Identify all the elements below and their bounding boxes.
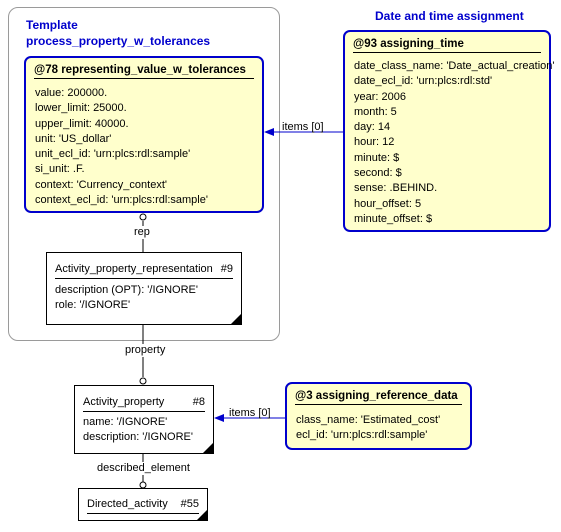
- activity-property-representation-header: Activity_property_representation #9: [55, 263, 233, 279]
- directed-activity-header: Directed_activity #55: [87, 498, 199, 514]
- activity-property-header: Activity_property #8: [83, 396, 205, 412]
- assigning-time-header: @93 assigning_time: [353, 38, 541, 53]
- entity-name: Activity_property: [83, 396, 165, 408]
- described-element-connector-end: [139, 481, 147, 489]
- property-label: property: [125, 344, 166, 357]
- items-ref-label: items [0]: [229, 407, 271, 419]
- activity-property-box[interactable]: Activity_property #8 name: '/IGNORE' des…: [74, 385, 214, 454]
- rep-connector-end: [139, 213, 147, 221]
- property-connector-end: [139, 377, 147, 385]
- entity-name: Directed_activity: [87, 498, 168, 510]
- entity-corner-mark: [197, 510, 207, 520]
- attribute-row: upper_limit: 40000.: [35, 117, 129, 130]
- attribute-row: day: 14: [354, 121, 391, 134]
- assigning-reference-data-attributes: class_name: 'Estimated_cost' ecl_id: 'ur…: [296, 413, 464, 444]
- attribute-row: hour: 12: [354, 136, 395, 149]
- attribute-row: class_name: 'Estimated_cost': [296, 414, 441, 426]
- attribute-row: minute: $: [354, 151, 400, 164]
- attribute-row: hour_offset: 5: [354, 197, 422, 210]
- attribute-row: context: 'Currency_context': [35, 178, 167, 191]
- described-element-label: described_element: [97, 462, 190, 475]
- attribute-row: unit: 'US_dollar': [35, 132, 112, 145]
- directed-activity-box[interactable]: Directed_activity #55: [78, 488, 208, 521]
- attribute-row: description: '/IGNORE': [83, 431, 193, 444]
- assigning-time-attributes: date_class_name: 'Date_actual_creation' …: [354, 59, 555, 227]
- entity-corner-mark: [231, 314, 241, 324]
- template-title: Template: [26, 18, 78, 32]
- items-time-arrowhead: [264, 128, 274, 136]
- attribute-row: si_unit: .F.: [35, 163, 85, 176]
- template-name: process_property_w_tolerances: [26, 34, 211, 48]
- rep-label: rep: [134, 226, 150, 239]
- entity-number: #8: [192, 396, 205, 408]
- date-time-assignment-title: Date and time assignment: [375, 9, 524, 23]
- attribute-row: role: '/IGNORE': [55, 299, 131, 312]
- attribute-row: month: 5: [354, 105, 397, 118]
- activity-property-attributes: name: '/IGNORE' description: '/IGNORE': [83, 415, 207, 446]
- activity-property-representation-box[interactable]: Activity_property_representation #9 desc…: [46, 252, 242, 325]
- entity-name: Activity_property_representation: [55, 263, 213, 275]
- activity-property-representation-attributes: description (OPT): '/IGNORE' role: '/IGN…: [55, 283, 235, 314]
- attribute-row: lower_limit: 25000.: [35, 102, 127, 115]
- attribute-row: description (OPT): '/IGNORE': [55, 284, 198, 296]
- attribute-row: second: $: [354, 167, 402, 180]
- attribute-row: unit_ecl_id: 'urn:plcs:rdl:sample': [35, 148, 191, 161]
- attribute-row: date_class_name: 'Date_actual_creation': [354, 60, 555, 72]
- entity-number: #55: [180, 498, 199, 510]
- attribute-row: ecl_id: 'urn:plcs:rdl:sample': [296, 429, 428, 442]
- attribute-row: value: 200000.: [35, 87, 108, 99]
- assigning-reference-data-header: @3 assigning_reference_data: [295, 390, 462, 405]
- assigning-time-box[interactable]: @93 assigning_time date_class_name: 'Dat…: [343, 30, 555, 232]
- attribute-row: date_ecl_id: 'urn:plcs:rdl:std': [354, 75, 493, 88]
- representing-value-box[interactable]: @78 representing_value_w_tolerances valu…: [24, 56, 264, 213]
- attribute-row: context_ecl_id: 'urn:plcs:rdl:sample': [35, 194, 208, 207]
- entity-number: #9: [220, 263, 233, 275]
- attribute-row: year: 2006: [354, 90, 406, 103]
- representing-value-header: @78 representing_value_w_tolerances: [34, 64, 254, 79]
- items-time-label: items [0]: [282, 121, 324, 133]
- assigning-reference-data-box[interactable]: @3 assigning_reference_data class_name: …: [285, 382, 472, 450]
- items-ref-arrowhead: [214, 414, 224, 422]
- attribute-row: sense: .BEHIND.: [354, 182, 438, 195]
- representing-value-attributes: value: 200000. lower_limit: 25000. upper…: [35, 86, 256, 208]
- attribute-row: name: '/IGNORE': [83, 416, 168, 428]
- attribute-row: minute_offset: $: [354, 212, 433, 225]
- entity-corner-mark: [203, 443, 213, 453]
